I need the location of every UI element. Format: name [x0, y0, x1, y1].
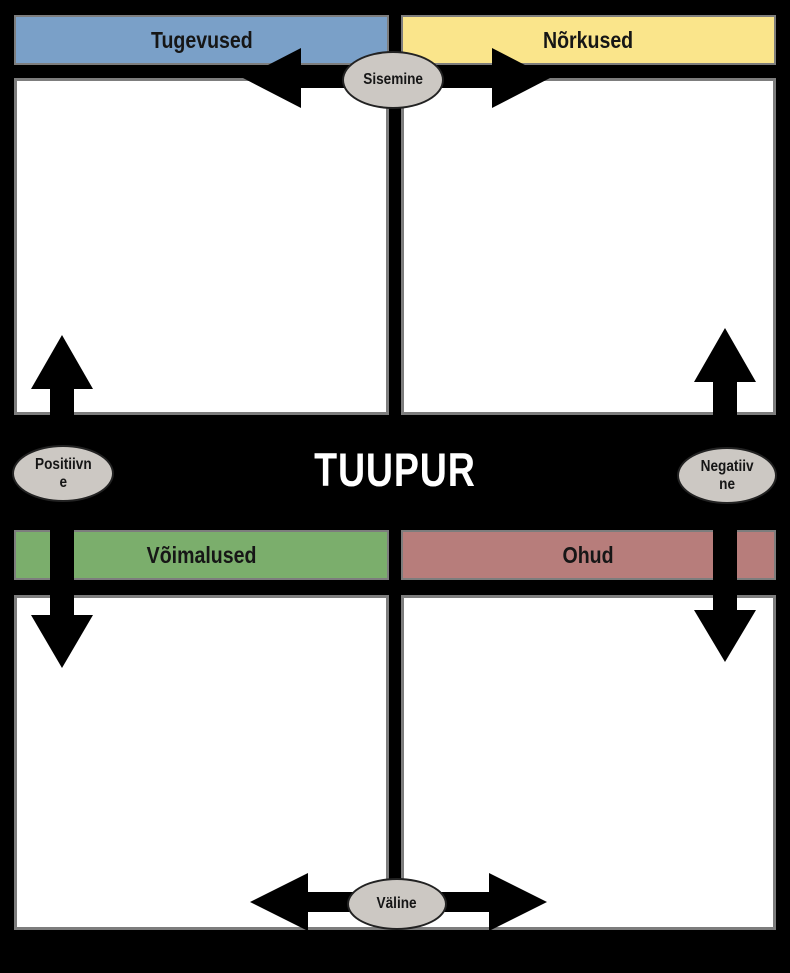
threats-header-label: Ohud: [562, 541, 615, 568]
strengths-header: Tugevused: [14, 15, 389, 65]
weaknesses-header-label: Nõrkused: [543, 26, 634, 53]
negative-axis-label-line2: ne: [719, 475, 735, 493]
threats-content-box: [401, 595, 776, 930]
diagram-title-text: TUUPUR: [314, 443, 476, 496]
diagram-title: TUUPUR: [0, 446, 790, 493]
negative-axis-label: Negatiiv ne: [701, 458, 754, 494]
weaknesses-header: Nõrkused: [401, 15, 776, 65]
external-axis-label: Väline: [376, 895, 418, 912]
positive-axis-label-line2: e: [59, 473, 67, 491]
opportunities-header-label: Võimalused: [146, 541, 257, 568]
strengths-header-label: Tugevused: [150, 26, 253, 53]
internal-axis-label: Sisemine: [363, 71, 423, 88]
negative-axis-oval: Negatiiv ne: [677, 447, 777, 504]
positive-axis-oval: Positiivn e: [12, 445, 114, 502]
external-axis-oval: Väline: [347, 878, 447, 930]
positive-axis-arrow: [31, 335, 93, 668]
opportunities-content-box: [14, 595, 389, 930]
opportunities-header: Võimalused: [14, 530, 389, 580]
strengths-content-box: [14, 78, 389, 415]
negative-axis-label-line1: Negatiiv: [700, 457, 754, 475]
positive-axis-label-line1: Positiivn: [34, 455, 92, 473]
internal-axis-arrow: [243, 48, 550, 108]
internal-axis-oval: Sisemine: [342, 51, 444, 109]
positive-axis-label: Positiivn e: [35, 456, 92, 492]
